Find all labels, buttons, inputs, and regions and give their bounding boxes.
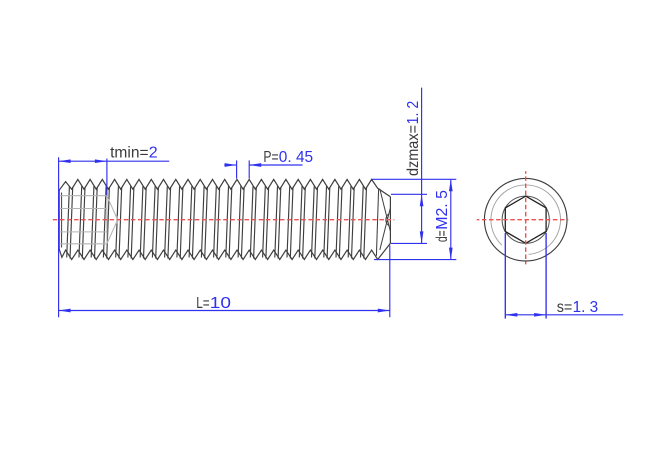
svg-text:s=: s= <box>557 299 573 316</box>
svg-text:tmin=: tmin= <box>110 145 149 162</box>
svg-text:dzmax=: dzmax= <box>405 125 422 176</box>
svg-text:1. 3: 1. 3 <box>573 299 599 316</box>
svg-text:0. 45: 0. 45 <box>279 149 313 166</box>
svg-text:L=: L= <box>196 295 209 312</box>
svg-text:P=: P= <box>263 149 278 166</box>
svg-text:1. 2: 1. 2 <box>405 101 422 125</box>
svg-text:M2. 5: M2. 5 <box>434 190 451 230</box>
svg-text:10: 10 <box>210 295 231 312</box>
svg-text:d=: d= <box>434 230 451 242</box>
svg-text:2: 2 <box>149 145 158 162</box>
